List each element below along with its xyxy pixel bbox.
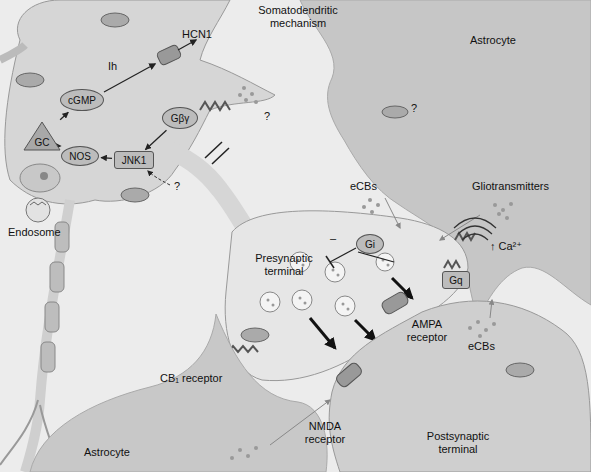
ion-label: ↑ Ca²⁺ — [490, 240, 522, 253]
gbg-ellipse: Gβγ — [162, 107, 198, 129]
inhibition-sign: – — [330, 232, 336, 245]
question-mark: ? — [264, 110, 270, 123]
molecule-name: eCBs — [350, 180, 377, 193]
gq-box: Gq — [442, 271, 470, 289]
signal-arrow — [101, 157, 112, 159]
terminal-name: Presynaptic terminal — [248, 252, 320, 277]
question-mark: ? — [174, 180, 180, 193]
node-text: Gβγ — [171, 113, 190, 124]
receptor-name: AMPA receptor — [398, 318, 456, 343]
mechanism-title: Somatodendritic mechanism — [252, 4, 344, 29]
node-text: cGMP — [68, 95, 96, 106]
channel-name: HCN1 — [182, 28, 212, 41]
node-text: Gi — [365, 239, 375, 250]
node-text: NOS — [69, 151, 91, 162]
molecule-name: eCBs — [468, 340, 495, 353]
node-text: Gq — [449, 275, 462, 286]
receptor-name: CB₁ receptor — [160, 372, 222, 385]
signal-arrow — [60, 112, 68, 119]
cell-name: Astrocyte — [84, 446, 130, 459]
receptor-name: NMDA receptor — [294, 420, 356, 445]
node-text: JNK1 — [122, 155, 146, 166]
organelle-name: Endosome — [8, 226, 61, 239]
gi-ellipse: Gi — [356, 234, 384, 254]
jnk1-box: JNK1 — [114, 151, 154, 169]
signal-arrow — [145, 130, 166, 149]
molecule-name: Gliotransmitters — [472, 180, 549, 193]
gc-triangle: GC — [23, 121, 61, 151]
terminal-name: Postsynaptic terminal — [420, 430, 496, 455]
nos-ellipse: NOS — [61, 146, 99, 166]
question-mark: ? — [411, 102, 417, 115]
cgmp-ellipse: cGMP — [60, 89, 104, 111]
cell-name: Astrocyte — [470, 34, 516, 47]
node-text: GC — [35, 137, 50, 148]
current-name: Ih — [108, 60, 117, 73]
